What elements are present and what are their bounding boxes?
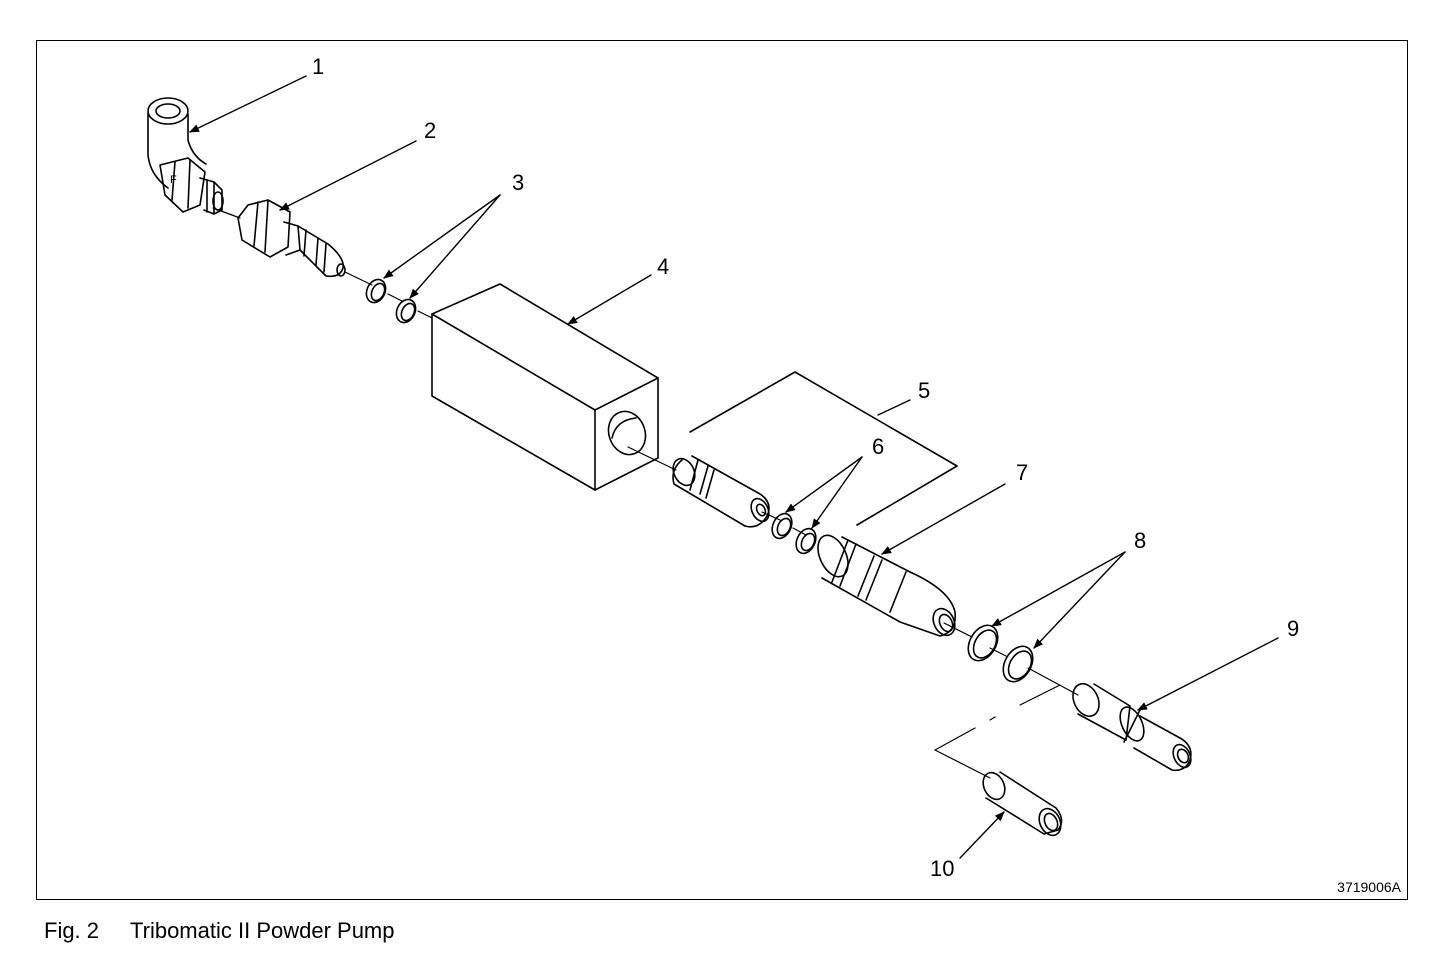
figure-caption: Fig. 2 Tribomatic II Powder Pump <box>44 918 395 944</box>
figure-caption-title: Tribomatic II Powder Pump <box>130 918 395 943</box>
assembly-bracket-part-5 <box>689 371 958 526</box>
figure-frame: 3719006A <box>36 40 1408 900</box>
nozzle-fitting-part-2 <box>237 199 346 278</box>
barb-fitting-part-9 <box>1072 682 1192 772</box>
callout-7: 7 <box>1016 460 1029 485</box>
callout-10: 10 <box>930 856 955 881</box>
callout-3: 3 <box>512 170 525 195</box>
callout-1: 1 <box>312 54 325 79</box>
callout-6: 6 <box>872 434 885 459</box>
pump-block-part-4 <box>431 283 659 491</box>
figure-caption-number: Fig. 2 <box>44 918 100 943</box>
leader-lines <box>189 75 1279 859</box>
callout-2: 2 <box>424 118 437 143</box>
o-rings-part-8 <box>967 624 1034 683</box>
callout-5: 5 <box>918 378 931 403</box>
o-rings-part-3 <box>365 278 417 324</box>
venturi-insert-part-5 <box>672 455 770 528</box>
callout-8: 8 <box>1134 528 1147 553</box>
callout-4: 4 <box>657 254 670 279</box>
assembly-axis <box>212 207 1079 779</box>
svg-text:F: F <box>170 174 177 186</box>
drawing-id: 3719006A <box>1337 879 1401 895</box>
o-rings-part-6 <box>771 512 817 555</box>
callout-9: 9 <box>1287 616 1300 641</box>
tube-part-10 <box>982 771 1063 837</box>
elbow-fitting-part-1: F <box>147 97 224 215</box>
sleeve-part-7 <box>817 534 957 637</box>
